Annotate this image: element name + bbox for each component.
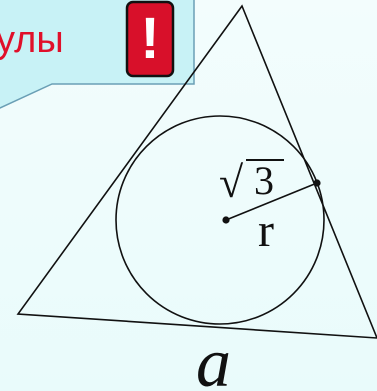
exclamation-glyph: !	[140, 6, 159, 71]
exclamation-icon-frame	[125, 0, 175, 78]
sqrt-three-label: √ 3	[219, 158, 284, 207]
radius-segment	[225, 182, 318, 221]
side-label: a	[196, 325, 231, 391]
center-point	[222, 216, 230, 224]
exclamation-icon: !	[125, 0, 175, 78]
radical-sign: √	[219, 158, 244, 207]
callout-text: улы	[0, 19, 64, 61]
triangle	[16, 4, 377, 339]
radicand: 3	[254, 158, 274, 203]
inscribed-circle	[115, 115, 325, 325]
radius-label: r	[258, 204, 274, 257]
tangent-point	[313, 179, 321, 187]
